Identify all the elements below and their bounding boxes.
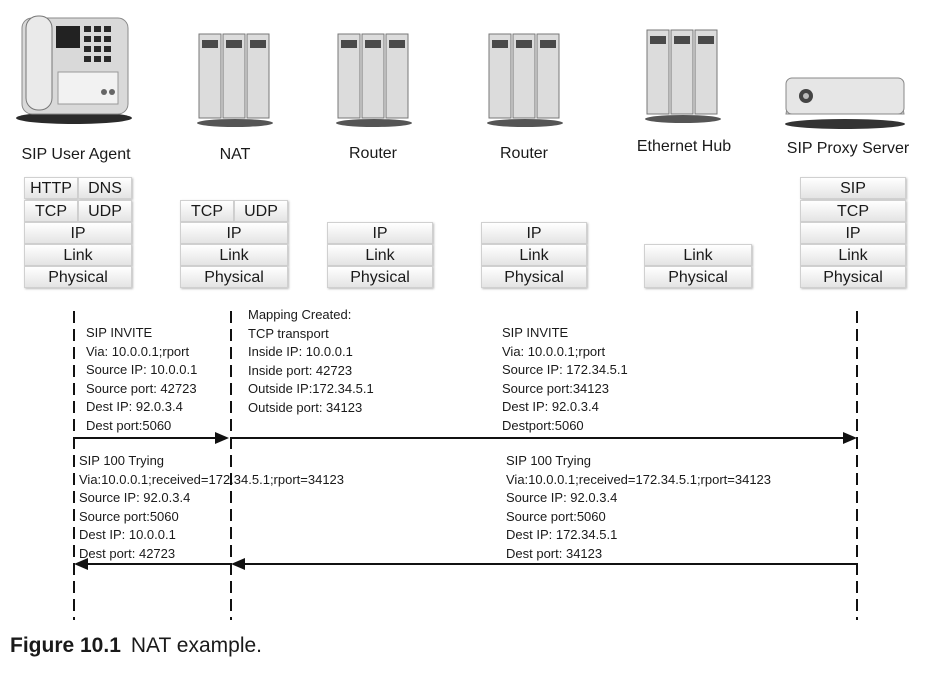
figure-caption: Figure 10.1 NAT example. bbox=[10, 634, 262, 658]
device-label-router-1: Router bbox=[348, 145, 398, 162]
figure-number: Figure 10.1 bbox=[10, 634, 121, 657]
layer-link: Link bbox=[180, 244, 288, 266]
device-label-ethernet-hub: Ethernet Hub bbox=[636, 138, 732, 155]
layer-link: Link bbox=[800, 244, 906, 266]
message-mapping-created: Mapping Created: TCP transport Inside IP… bbox=[248, 307, 374, 415]
device-label-sip-proxy-server: SIP Proxy Server bbox=[786, 140, 910, 157]
layer-physical: Physical bbox=[180, 266, 288, 288]
device-label-sip-user-agent: SIP User Agent bbox=[21, 146, 131, 163]
layer-ip: IP bbox=[180, 222, 288, 244]
layer-dns: DNS bbox=[78, 177, 132, 199]
arrowhead-right bbox=[215, 432, 229, 444]
ethernet-hub-icon bbox=[643, 24, 723, 124]
device-label-router-2: Router bbox=[499, 145, 549, 162]
layer-ip: IP bbox=[481, 222, 587, 244]
layer-udp: UDP bbox=[78, 200, 132, 222]
layer-udp: UDP bbox=[234, 200, 288, 222]
layer-physical: Physical bbox=[327, 266, 433, 288]
layer-tcp: TCP bbox=[24, 200, 78, 222]
layer-link: Link bbox=[327, 244, 433, 266]
layer-ip: IP bbox=[24, 222, 132, 244]
message-sip-100-trying-client: SIP 100 Trying Via:10.0.0.1;received=172… bbox=[79, 453, 345, 561]
arrowhead-left bbox=[74, 558, 88, 570]
layer-link: Link bbox=[24, 244, 132, 266]
sip-user-agent-icon bbox=[14, 12, 134, 124]
figure-caption-text: NAT example. bbox=[130, 634, 262, 657]
layer-link: Link bbox=[644, 244, 752, 266]
message-sip-invite-proxy: SIP INVITE Via: 10.0.0.1;rport Source IP… bbox=[502, 325, 628, 433]
layer-tcp: TCP bbox=[800, 200, 906, 222]
layer-tcp: TCP bbox=[180, 200, 234, 222]
message-sip-invite-client: SIP INVITE Via: 10.0.0.1;rport Source IP… bbox=[86, 325, 198, 433]
arrowhead-right bbox=[843, 432, 857, 444]
layer-sip: SIP bbox=[800, 177, 906, 199]
layer-link: Link bbox=[481, 244, 587, 266]
nat-server-icon bbox=[195, 28, 275, 128]
layer-ip: IP bbox=[327, 222, 433, 244]
layer-physical: Physical bbox=[800, 266, 906, 288]
arrowhead-left bbox=[231, 558, 245, 570]
layer-physical: Physical bbox=[481, 266, 587, 288]
layer-ip: IP bbox=[800, 222, 906, 244]
proxy-server-icon bbox=[782, 60, 908, 130]
router-server-icon bbox=[334, 28, 414, 128]
device-label-nat: NAT bbox=[219, 146, 251, 163]
layer-physical: Physical bbox=[644, 266, 752, 288]
router-server-icon bbox=[485, 28, 565, 128]
layer-physical: Physical bbox=[24, 266, 132, 288]
message-sip-100-trying-proxy: SIP 100 Trying Via:10.0.0.1;received=172… bbox=[506, 453, 772, 561]
layer-http: HTTP bbox=[24, 177, 78, 199]
